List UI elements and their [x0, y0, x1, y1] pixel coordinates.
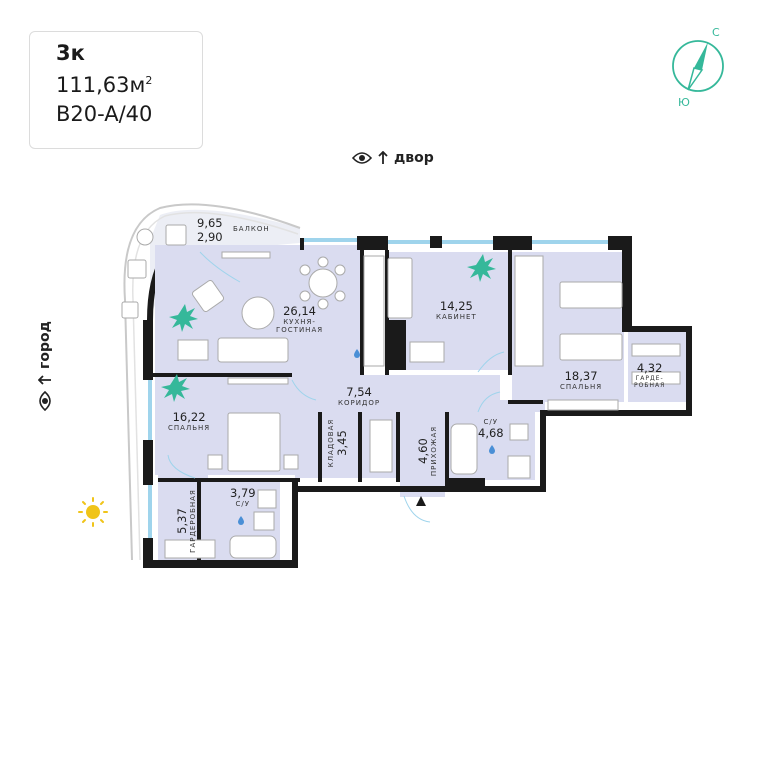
wardrobe-right-shelf: [631, 343, 681, 357]
sink-left: [257, 489, 277, 509]
view-label-courtyard: двор: [394, 150, 434, 166]
plant-icon: [467, 254, 496, 282]
wardrobe-left-shelf: [164, 539, 216, 559]
wardrobe: [227, 377, 289, 385]
washer: [507, 455, 531, 479]
room-count: 3к: [56, 41, 85, 65]
lounge-chair: [191, 279, 225, 313]
wardrobe-right-fill: [628, 330, 686, 402]
eye-icon: [39, 390, 51, 411]
arrow-up-icon: [38, 375, 51, 385]
wardrobe-right-label: 4,32 ГАРДЕ- РОБНАЯ: [634, 361, 666, 389]
bath-right-label: С/У 4,68: [478, 418, 504, 440]
kitchen-label: 26,14 КУХНЯ- ГОСТИНАЯ: [276, 304, 324, 334]
view-indicator-city: город: [37, 311, 53, 421]
hall-fill: [400, 412, 445, 497]
compass-north-label: С: [712, 26, 720, 39]
kitchen-counter: [363, 255, 385, 367]
bed-single-1: [559, 281, 623, 309]
plant-icons: [161, 254, 496, 402]
plant-icon: [169, 304, 198, 332]
entrance-arrow-icon: [416, 496, 426, 506]
arrow-up-icon: [378, 151, 388, 164]
sun-icon: [78, 497, 108, 527]
study-desk: [409, 341, 445, 363]
door-swings: [167, 251, 505, 523]
water-drop-icons: [238, 349, 495, 525]
sofa: [217, 337, 289, 363]
bathtub-left: [229, 535, 277, 559]
water-drop-icon: [354, 349, 360, 358]
view-indicator-courtyard: двор: [352, 150, 434, 166]
study-label: 14,25 КАБИНЕТ: [436, 299, 477, 321]
compass-south-label: Ю: [678, 96, 690, 108]
plant-icon: [161, 374, 190, 402]
room-fills: [155, 245, 686, 560]
bath-left-label: 3,79 С/У: [230, 486, 256, 508]
wardrobe-left-label: 5,37 ГАРДЕРОБНАЯ: [175, 489, 197, 553]
corridor-label: 7,54 КОРИДОР: [338, 385, 381, 407]
hall-label: 4,60 ПРИХОЖАЯ: [416, 425, 438, 477]
bed-single-2: [559, 333, 623, 361]
balcony-label: 9,65 2,90: [197, 216, 223, 244]
furniture: [121, 224, 681, 559]
bedroom-left-label: 16,22 СПАЛЬНЯ: [168, 410, 211, 432]
balcony-railing: [123, 203, 301, 561]
balcony-name: БАЛКОН: [233, 225, 270, 233]
total-area: 111,63м2: [56, 73, 153, 97]
coffee-table: [241, 296, 275, 330]
armchair: [165, 224, 187, 246]
pantry-shelf: [369, 419, 393, 473]
eye-icon: [352, 152, 372, 164]
bedroom-right-label: 18,37 СПАЛЬНЯ: [560, 369, 603, 391]
balcony-table: [136, 228, 154, 246]
desk: [177, 339, 209, 361]
walls: [143, 236, 692, 568]
pantry-label: КЛАДОВАЯ 3,45: [327, 418, 349, 468]
wardrobe-closet: [514, 255, 544, 367]
study-sofa: [387, 257, 413, 319]
toilet-right: [509, 423, 529, 441]
toilet-left: [253, 511, 275, 531]
apartment-code: B20-A/40: [56, 102, 153, 126]
tv-unit: [221, 251, 271, 259]
dining-table: [308, 268, 338, 298]
bathtub-right: [450, 423, 478, 475]
water-drop-icon: [489, 445, 495, 454]
apartment-info-card: 3к 111,63м2 B20-A/40: [29, 31, 203, 149]
pantry-fill: [318, 412, 358, 478]
bedside-table: [207, 454, 223, 470]
balcony-floor: [150, 209, 300, 320]
bed-double: [227, 412, 281, 472]
compass-icon: С Ю: [672, 26, 724, 108]
water-drop-icon: [238, 516, 244, 525]
